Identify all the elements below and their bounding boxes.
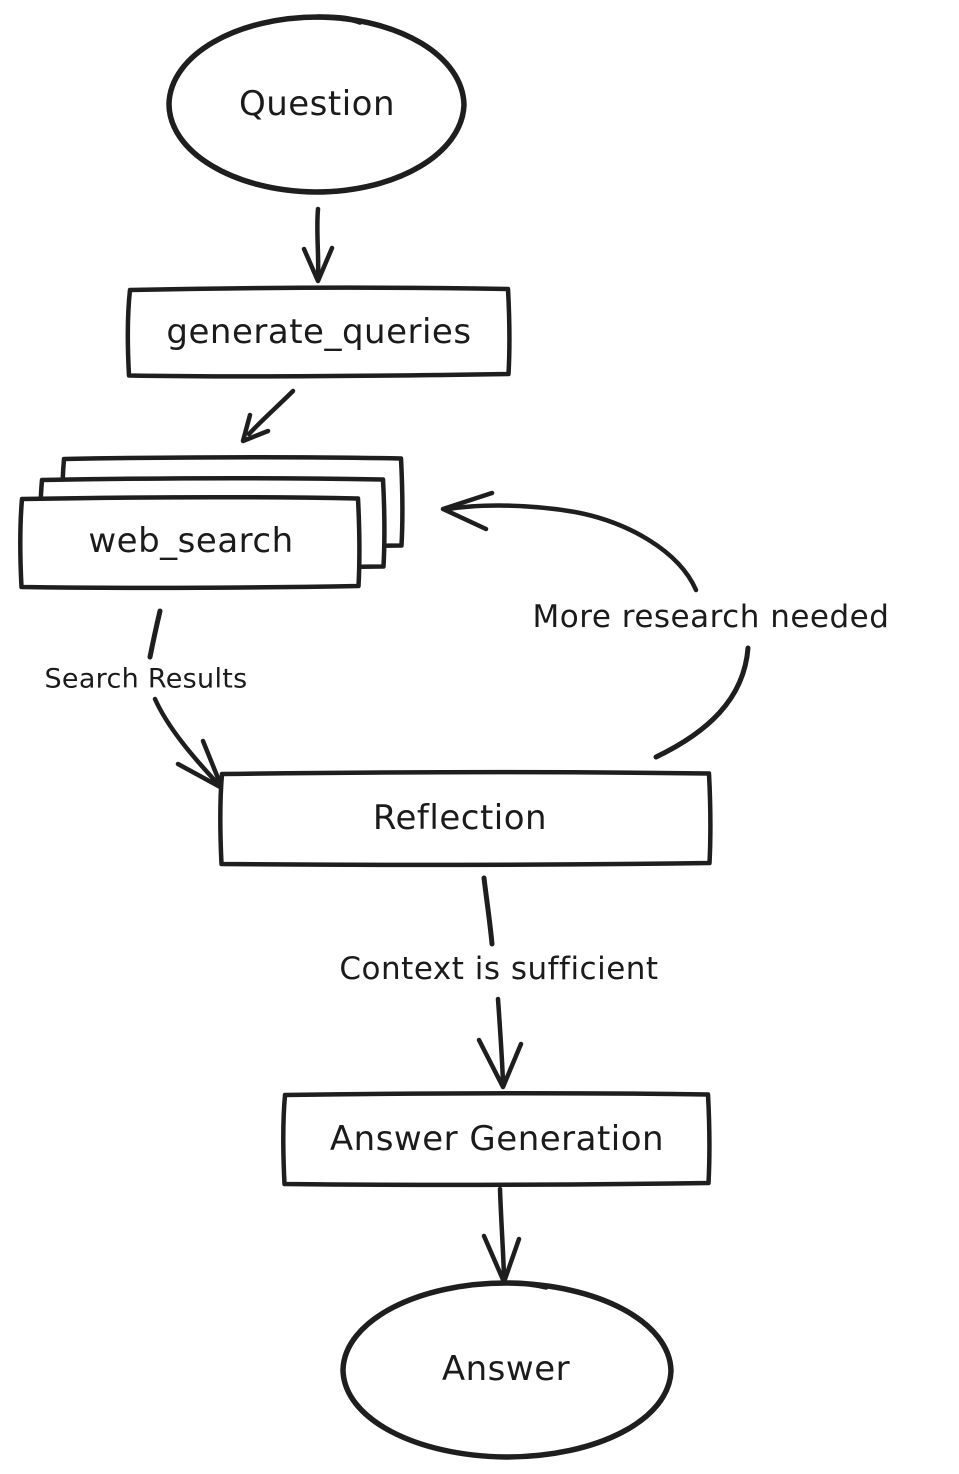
arrow-reflection-to-web-search-head: [440, 490, 495, 532]
node-question-shape: [166, 14, 467, 195]
node-answer-generation-label: Answer Generation: [330, 1119, 664, 1159]
arrow-reflection-to-answer-generation-shaft-top: [481, 875, 495, 947]
node-answer-generation-shape: [281, 1090, 712, 1188]
arrow-answer-generation-to-answer-shaft: [497, 1186, 507, 1279]
arrow-reflection-to-answer-generation-shaft-bottom: [495, 996, 506, 1085]
arrow-reflection-to-web-search-shaft-lower: [653, 645, 751, 760]
node-answer-label: Answer: [442, 1349, 570, 1389]
arrow-web-search-to-reflection-shaft-bottom: [152, 696, 222, 788]
node-reflection-label: Reflection: [373, 798, 547, 838]
edge-label-context-is-sufficient: Context is sufficient: [339, 951, 658, 987]
arrow-reflection-to-web-search-shaft-upper: [445, 503, 699, 593]
node-reflection-shape: [218, 769, 713, 868]
arrow-web-search-to-reflection-shaft-top: [147, 608, 163, 660]
arrow-generate-queries-to-web-search-shaft: [246, 388, 296, 437]
arrow-web-search-to-reflection: [147, 608, 225, 791]
arrow-question-to-generate-queries-head: [301, 245, 335, 284]
node-generate-queries-label: generate_queries: [166, 312, 471, 352]
node-question-label: Question: [239, 84, 395, 124]
arrow-answer-generation-to-answer: [481, 1186, 522, 1285]
node-web-search-stack: web_search: [18, 454, 405, 591]
web-search-card-front: [18, 494, 362, 591]
arrow-generate-queries-to-web-search-head: [240, 412, 271, 444]
node-generate-queries-shape: [125, 285, 512, 379]
arrow-question-to-generate-queries: [301, 206, 335, 284]
arrow-generate-queries-to-web-search: [240, 388, 296, 444]
arrow-reflection-to-answer-generation-head: [476, 1037, 524, 1090]
node-web-search-label: web_search: [88, 521, 293, 561]
node-answer-shape: [340, 1280, 674, 1460]
edge-label-more-research-needed: More research needed: [533, 599, 890, 635]
arrow-reflection-to-answer-generation: [476, 875, 524, 1090]
arrow-question-to-generate-queries-shaft: [315, 206, 321, 280]
arrow-reflection-to-web-search: [440, 490, 751, 760]
edge-label-search-results: Search Results: [44, 664, 247, 695]
